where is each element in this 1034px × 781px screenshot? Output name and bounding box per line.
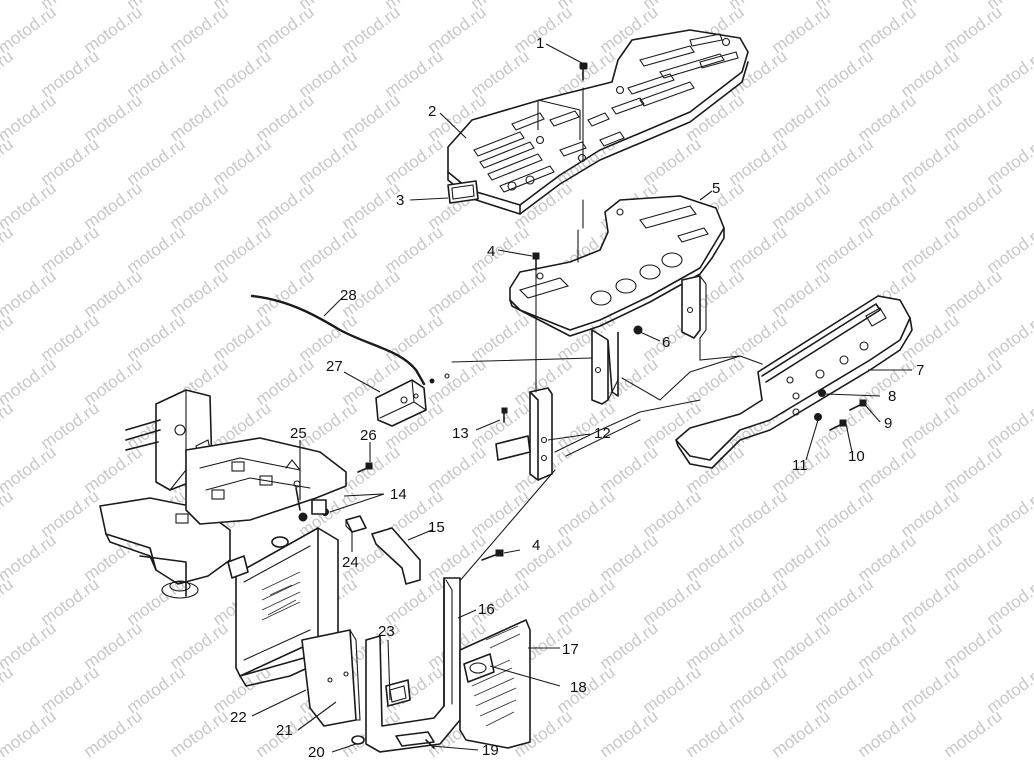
watermark-text: motod.ru — [0, 574, 17, 629]
callout-11: 11 — [792, 457, 808, 474]
rack-bolt — [579, 62, 588, 81]
watermark-text: motod.ru — [0, 266, 60, 321]
callout-27: 27 — [326, 358, 343, 375]
side-plate — [301, 629, 365, 745]
callout-21: 21 — [276, 722, 293, 739]
callout-5: 5 — [712, 180, 720, 197]
watermark-text: motod.ru — [940, 706, 1005, 761]
callout-23: 23 — [378, 623, 395, 640]
watermark-text: motod.ru — [0, 46, 17, 101]
watermark-text: motod.ru — [0, 618, 60, 673]
assembly-guide-lines — [535, 87, 584, 393]
watermark-text: motod.ru — [0, 90, 60, 145]
callout-28: 28 — [340, 287, 357, 304]
callout-22: 22 — [230, 709, 247, 726]
front-bumper — [675, 295, 913, 469]
callout-24: 24 — [342, 554, 359, 571]
screw-4-lower — [481, 549, 504, 561]
callout-20: 20 — [308, 744, 325, 761]
watermark-text: motod.ru — [768, 706, 833, 761]
callout-26: 26 — [360, 427, 377, 444]
watermark-text: motod.ru — [0, 398, 17, 453]
hose-15 — [371, 527, 421, 585]
watermark-text: motod.ru — [0, 486, 17, 541]
bolt-13 — [501, 407, 508, 423]
callout-16: 16 — [478, 601, 495, 618]
watermark-text: motod.ru — [80, 706, 145, 761]
screw-19 — [425, 739, 435, 749]
callout-12: 12 — [594, 425, 611, 442]
callout-25: 25 — [290, 425, 307, 442]
callout-4-upper: 4 — [487, 243, 495, 260]
callout-17: 17 — [562, 641, 579, 658]
callout-8: 8 — [888, 388, 896, 405]
callout-1: 1 — [536, 35, 544, 52]
screw-4-upper — [532, 252, 540, 271]
bumper-fasteners — [814, 389, 867, 431]
watermark-text: motod.ru — [854, 706, 919, 761]
callout-3: 3 — [396, 192, 404, 209]
callout-14: 14 — [390, 486, 407, 503]
callout-labels: 1 2 3 4 5 6 7 8 9 10 11 12 13 14 15 16 1… — [230, 35, 924, 761]
callout-10: 10 — [848, 448, 865, 465]
watermark-text: motod.ru — [0, 310, 17, 365]
watermark-text: motod.ru — [0, 706, 60, 761]
assembly-outline — [451, 337, 763, 591]
center-bracket — [495, 387, 553, 481]
leader-lines — [251, 43, 912, 753]
watermark-text: motod.ru — [0, 2, 60, 57]
callout-9: 9 — [884, 415, 892, 432]
callout-15: 15 — [428, 519, 445, 536]
watermark-text: motod.ru — [0, 222, 17, 277]
rear-reflector — [447, 180, 479, 204]
watermark-text: motod.ru — [0, 662, 17, 717]
upper-rack — [447, 29, 749, 215]
watermark-text: motod.ru — [596, 706, 661, 761]
callout-19: 19 — [482, 742, 499, 759]
watermark-text: motod.ru — [0, 134, 17, 189]
rack-mount-bracket — [509, 195, 725, 405]
callout-2: 2 — [428, 103, 436, 120]
callout-6: 6 — [662, 334, 670, 351]
watermark-text: motod.ru — [0, 530, 60, 585]
watermark-text: motod.ru — [0, 354, 60, 409]
frame-fasteners — [293, 462, 373, 522]
bracket-24 — [345, 515, 367, 533]
wire-harness — [250, 294, 426, 386]
callout-4-lower: 4 — [532, 537, 540, 554]
skid-panel — [459, 619, 531, 749]
watermark-text: motod.ru — [0, 0, 17, 13]
callout-18: 18 — [570, 679, 587, 696]
watermark-text: motod.ru — [682, 706, 747, 761]
callout-7: 7 — [916, 362, 924, 379]
vehicle-frame — [99, 389, 347, 599]
horn — [375, 373, 450, 427]
watermark-text: motod.ru — [0, 442, 60, 497]
watermark-text: motod.ru — [166, 706, 231, 761]
watermark-text: motod.ru — [0, 178, 60, 233]
callout-13: 13 — [452, 425, 469, 442]
